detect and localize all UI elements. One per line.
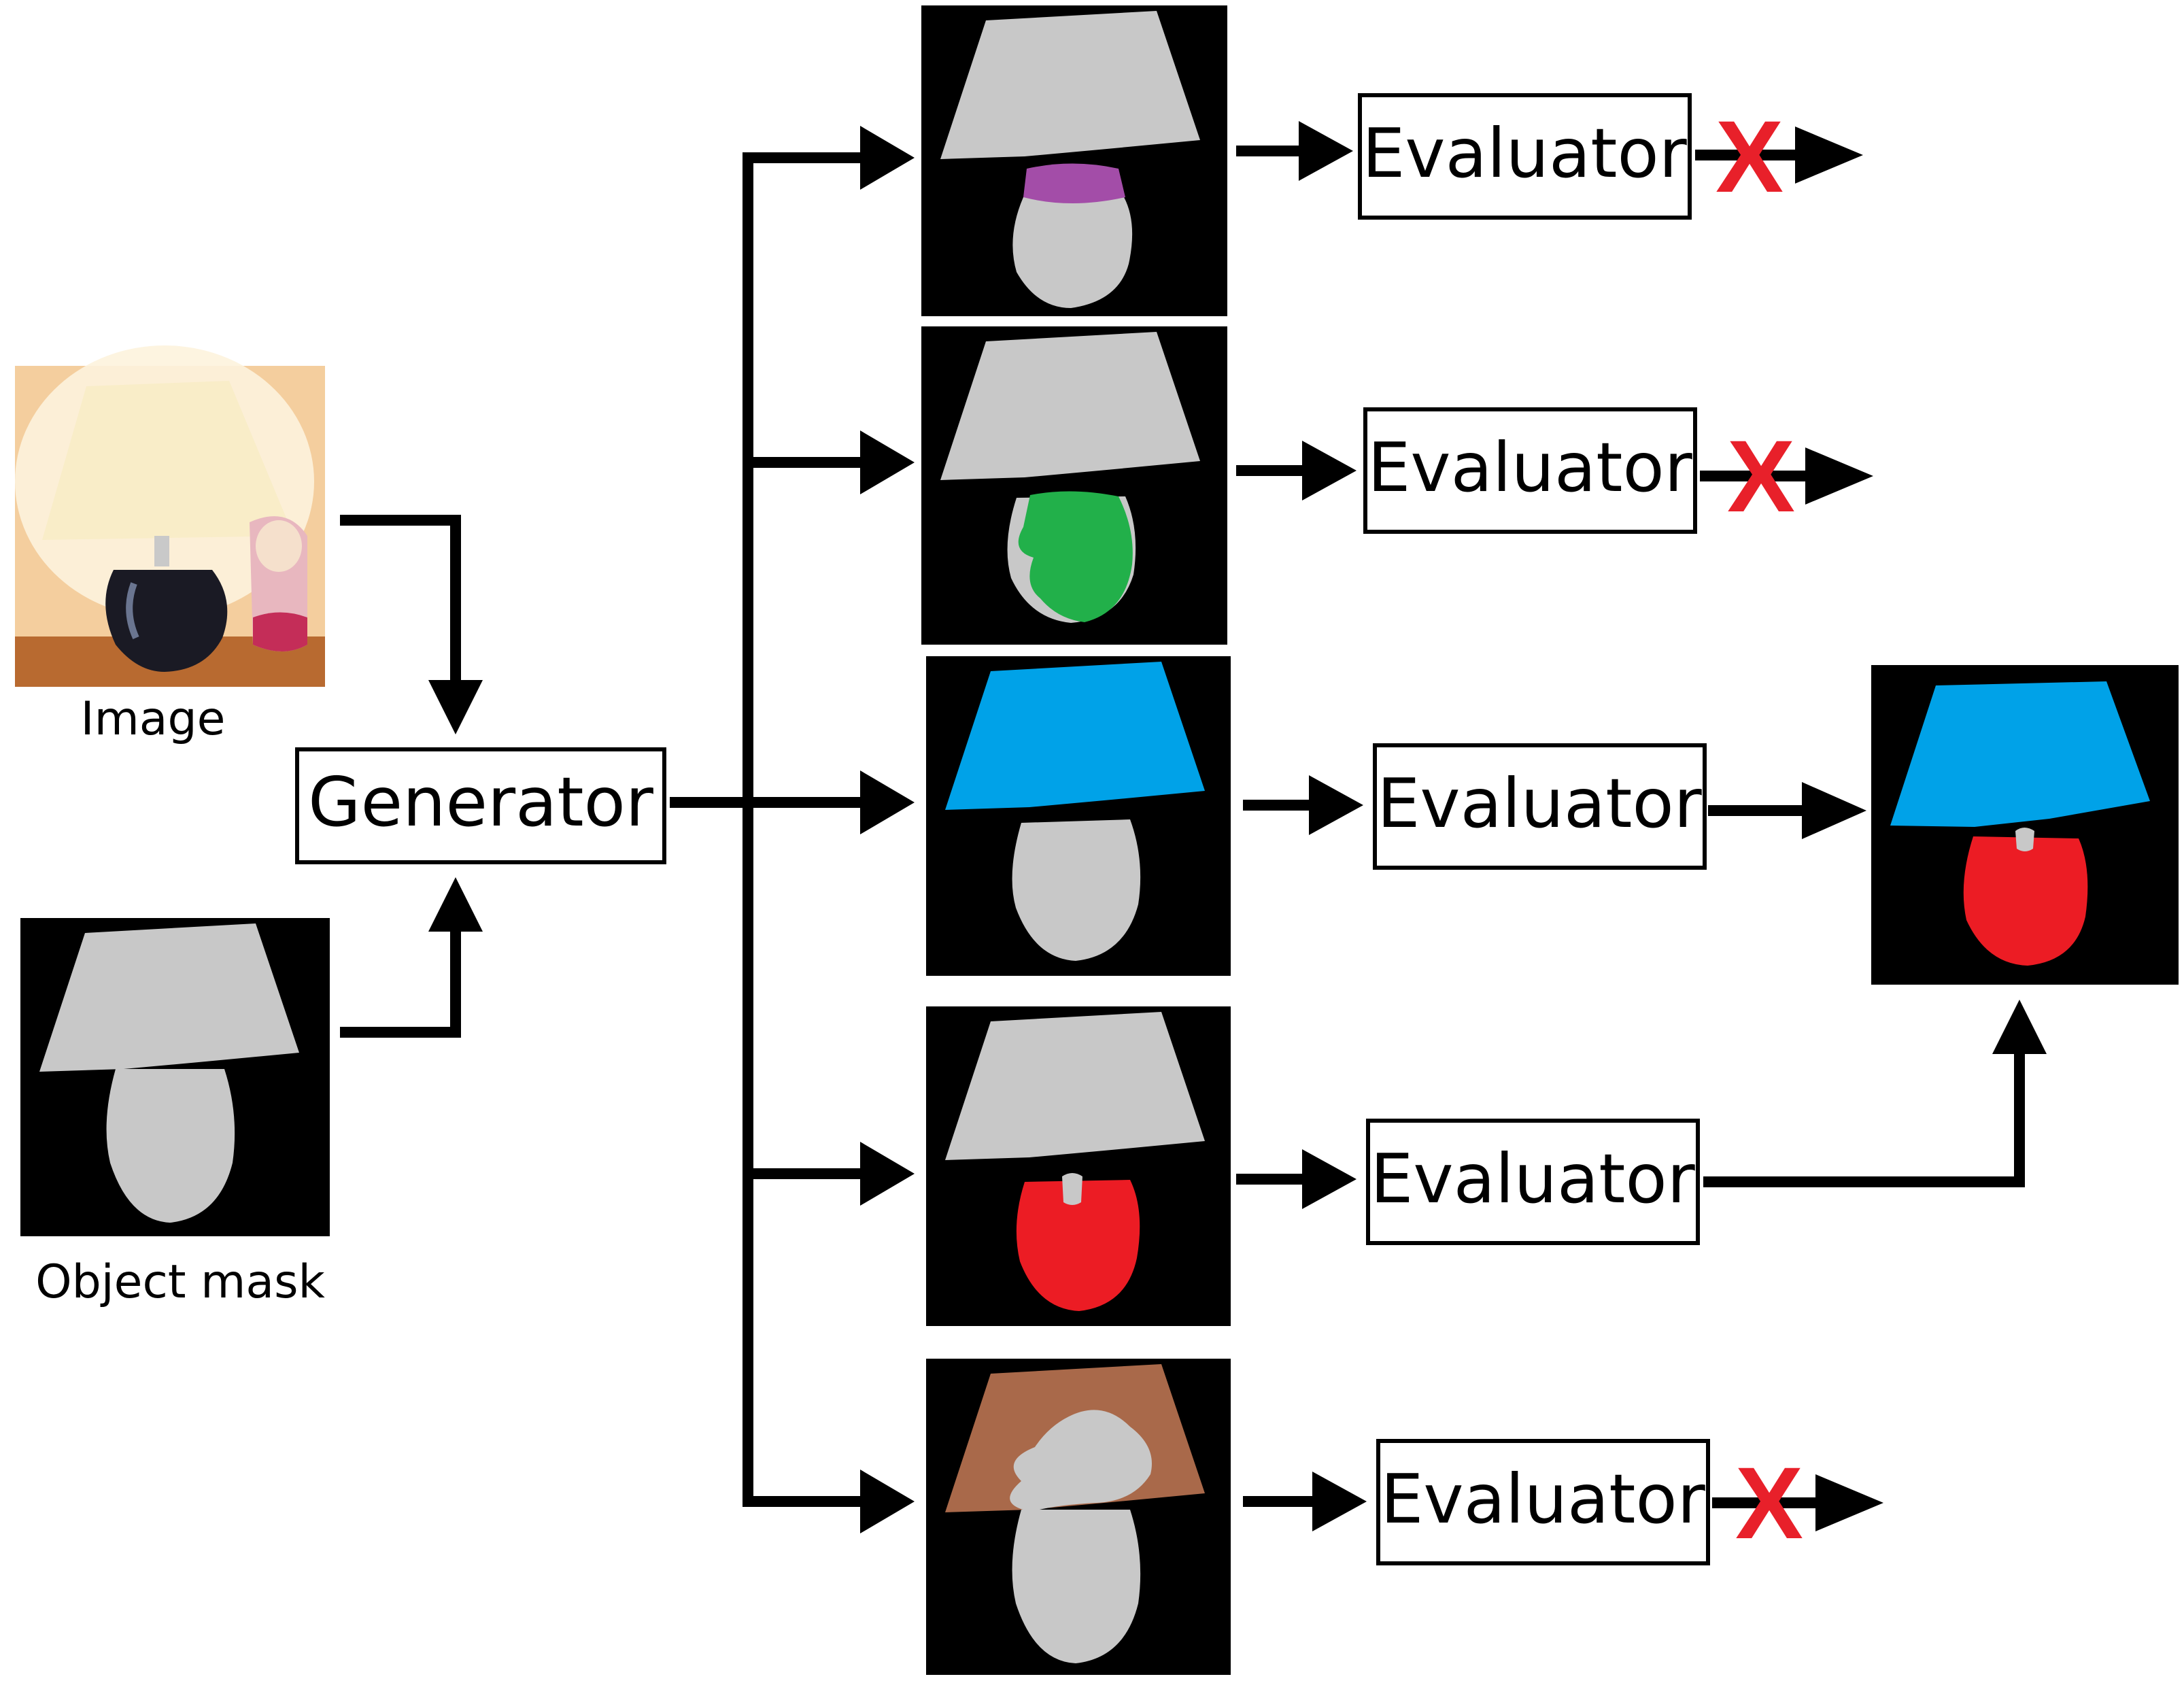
candidate-panel-1 bbox=[921, 5, 1227, 316]
image-label: Image bbox=[81, 692, 226, 746]
panel-to-evaluator-lines bbox=[1236, 146, 1319, 1507]
evaluator-label-1: Evaluator bbox=[1362, 114, 1687, 193]
rejected-output-arrows bbox=[1695, 126, 1883, 1531]
evaluator-label-2: Evaluator bbox=[1367, 428, 1692, 507]
evaluator-label-3: Evaluator bbox=[1377, 764, 1702, 843]
evaluator-label-4: Evaluator bbox=[1370, 1139, 1695, 1219]
accepted-output-arrows bbox=[1703, 782, 2047, 1187]
input-image-photo bbox=[15, 345, 325, 687]
panel-to-evaluator-arrowheads bbox=[1299, 121, 1367, 1531]
mask-to-generator-arrowhead bbox=[428, 877, 483, 932]
generator-label: Generator bbox=[308, 762, 654, 842]
generator-box bbox=[295, 747, 666, 864]
candidate-panel-3 bbox=[926, 656, 1231, 976]
reject-x-5: X bbox=[1735, 1446, 1803, 1560]
input-arrows bbox=[340, 515, 461, 1038]
evaluator-label-5: Evaluator bbox=[1380, 1459, 1705, 1539]
reject-x-2: X bbox=[1727, 419, 1795, 533]
object-mask-label: Object mask bbox=[35, 1255, 325, 1309]
object-mask-panel bbox=[20, 918, 330, 1236]
final-result-panel bbox=[1871, 665, 2179, 985]
candidate-panel-2 bbox=[921, 326, 1227, 645]
reject-x-1: X bbox=[1716, 99, 1784, 214]
branch-lines bbox=[670, 152, 867, 1507]
candidate-panel-5 bbox=[926, 1359, 1231, 1675]
image-to-generator-arrowhead bbox=[428, 680, 483, 734]
candidate-panel-4 bbox=[926, 1006, 1231, 1326]
reject-marks: X X X bbox=[1716, 99, 1803, 1560]
branch-arrowheads bbox=[860, 126, 915, 1533]
evaluator-boxes bbox=[1358, 93, 1710, 1565]
